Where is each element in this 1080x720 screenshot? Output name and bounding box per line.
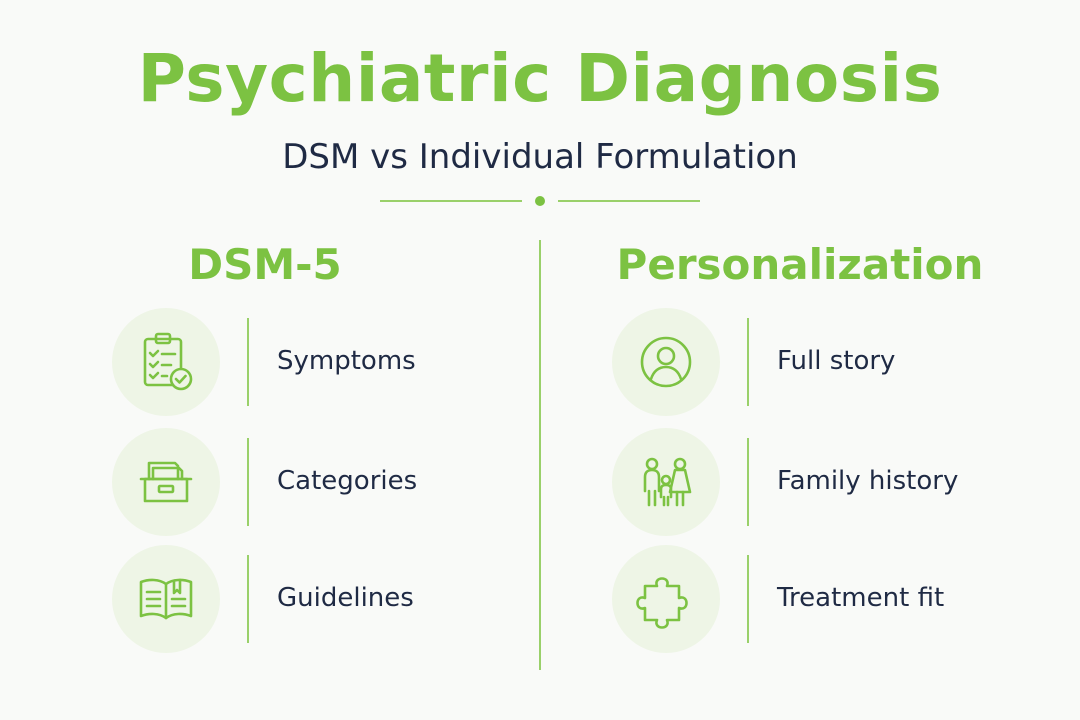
- item-label: Treatment fit: [777, 583, 945, 613]
- dsm-heading: DSM-5: [188, 240, 342, 289]
- personalization-heading: Personalization: [616, 240, 984, 289]
- ornament-line-right: [558, 200, 700, 202]
- item-label: Guidelines: [277, 583, 414, 613]
- family-icon: [612, 428, 720, 536]
- clipboard-check-icon: [112, 308, 220, 416]
- ornament-dot: [535, 196, 545, 206]
- file-drawer-icon: [112, 428, 220, 536]
- page-title: Psychiatric Diagnosis: [137, 40, 943, 117]
- item-separator: [247, 438, 249, 526]
- item-separator: [747, 438, 749, 526]
- column-divider: [539, 240, 541, 670]
- item-label: Categories: [277, 466, 418, 496]
- open-book-icon: [112, 545, 220, 653]
- person-icon: [612, 308, 720, 416]
- page-subtitle: DSM vs Individual Formulation: [282, 137, 798, 177]
- puzzle-piece-icon: [612, 545, 720, 653]
- item-label: Family history: [777, 466, 959, 496]
- item-label: Full story: [777, 346, 896, 376]
- item-separator: [247, 318, 249, 406]
- item-separator: [747, 555, 749, 643]
- ornament-line-left: [380, 200, 522, 202]
- item-label: Symptoms: [277, 346, 416, 376]
- item-separator: [247, 555, 249, 643]
- item-separator: [747, 318, 749, 406]
